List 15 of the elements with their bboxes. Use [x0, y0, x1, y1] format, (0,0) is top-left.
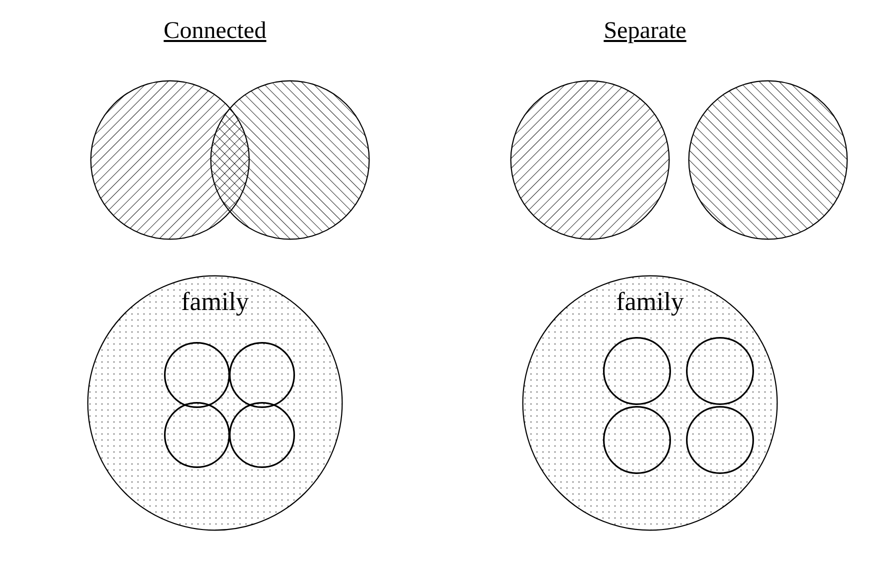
circle-label: family — [181, 287, 249, 316]
circle-label: family — [616, 287, 684, 316]
outlined-circle — [229, 402, 295, 468]
hatched-circle — [510, 80, 670, 240]
outlined-circle — [229, 342, 295, 408]
outlined-circle — [686, 337, 754, 405]
outlined-circle — [603, 337, 671, 405]
outlined-circle — [164, 402, 230, 468]
hatched-circle — [210, 80, 370, 240]
heading: Connected — [164, 18, 266, 45]
hatched-circle — [688, 80, 848, 240]
outlined-circle — [164, 342, 230, 408]
heading: Separate — [604, 18, 686, 45]
outlined-circle — [603, 406, 671, 474]
outlined-circle — [686, 406, 754, 474]
